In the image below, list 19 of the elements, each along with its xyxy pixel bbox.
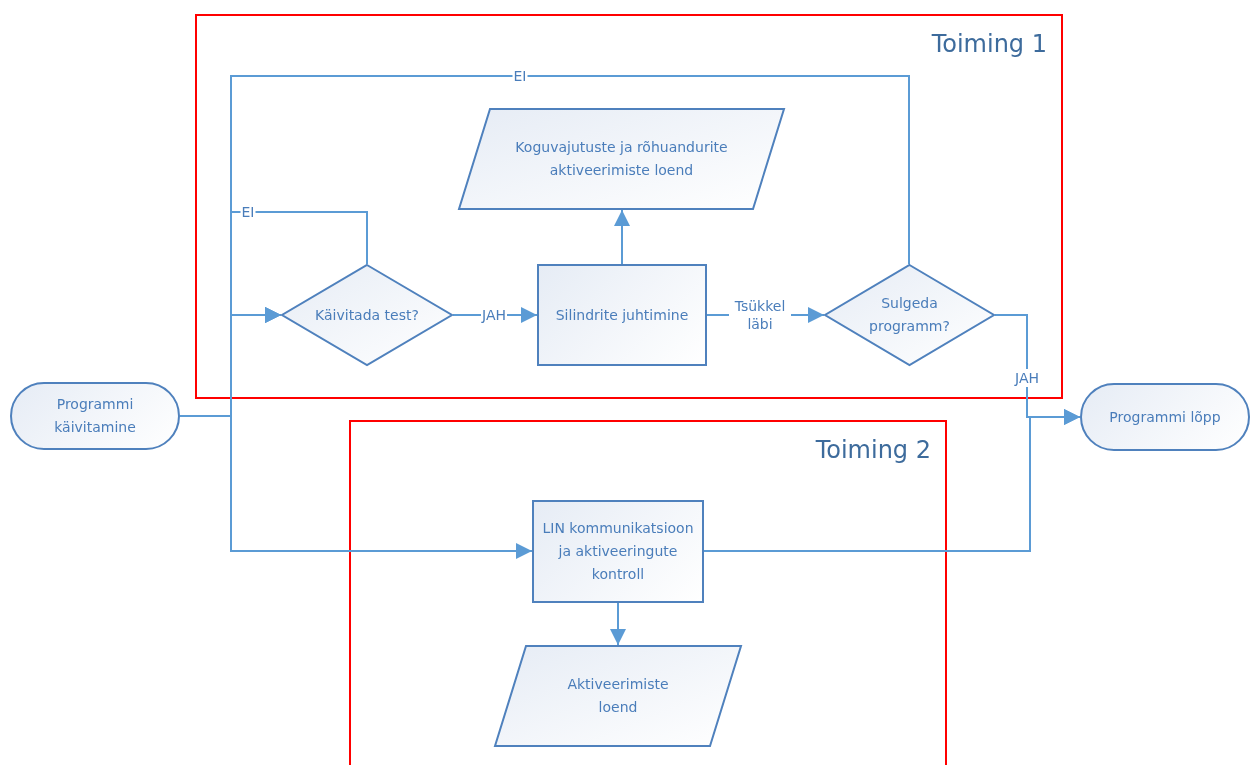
group-title: Toiming 2 [815, 436, 931, 464]
process-box [537, 264, 707, 366]
edge-label: JAH [1014, 369, 1040, 387]
connector-arrow [703, 409, 1081, 552]
node-label: Koguvajutuste ja rõhuandurite aktiveerimiste loend [514, 138, 729, 180]
connector-arrow [614, 209, 630, 265]
connector-arrow [610, 602, 626, 646]
node-label: LIN kommunikatsioon ja aktiveeringute kontroll [541, 519, 695, 584]
node-label: Programmi lõpp [1109, 407, 1221, 427]
group-frame [349, 420, 947, 765]
node-label: Aktiveerimiste loend [566, 675, 670, 717]
node-label: Käivitada test? [315, 305, 419, 325]
process-box [532, 500, 704, 603]
node-label: Silindrite juhtimine [555, 305, 689, 325]
group-frame [195, 14, 1063, 399]
group-title: Toiming 1 [931, 30, 1047, 58]
node-label: Programmi käivitamine [53, 395, 137, 437]
node-label: Sulgeda programm? [868, 294, 951, 336]
connector-arrow [230, 75, 910, 323]
